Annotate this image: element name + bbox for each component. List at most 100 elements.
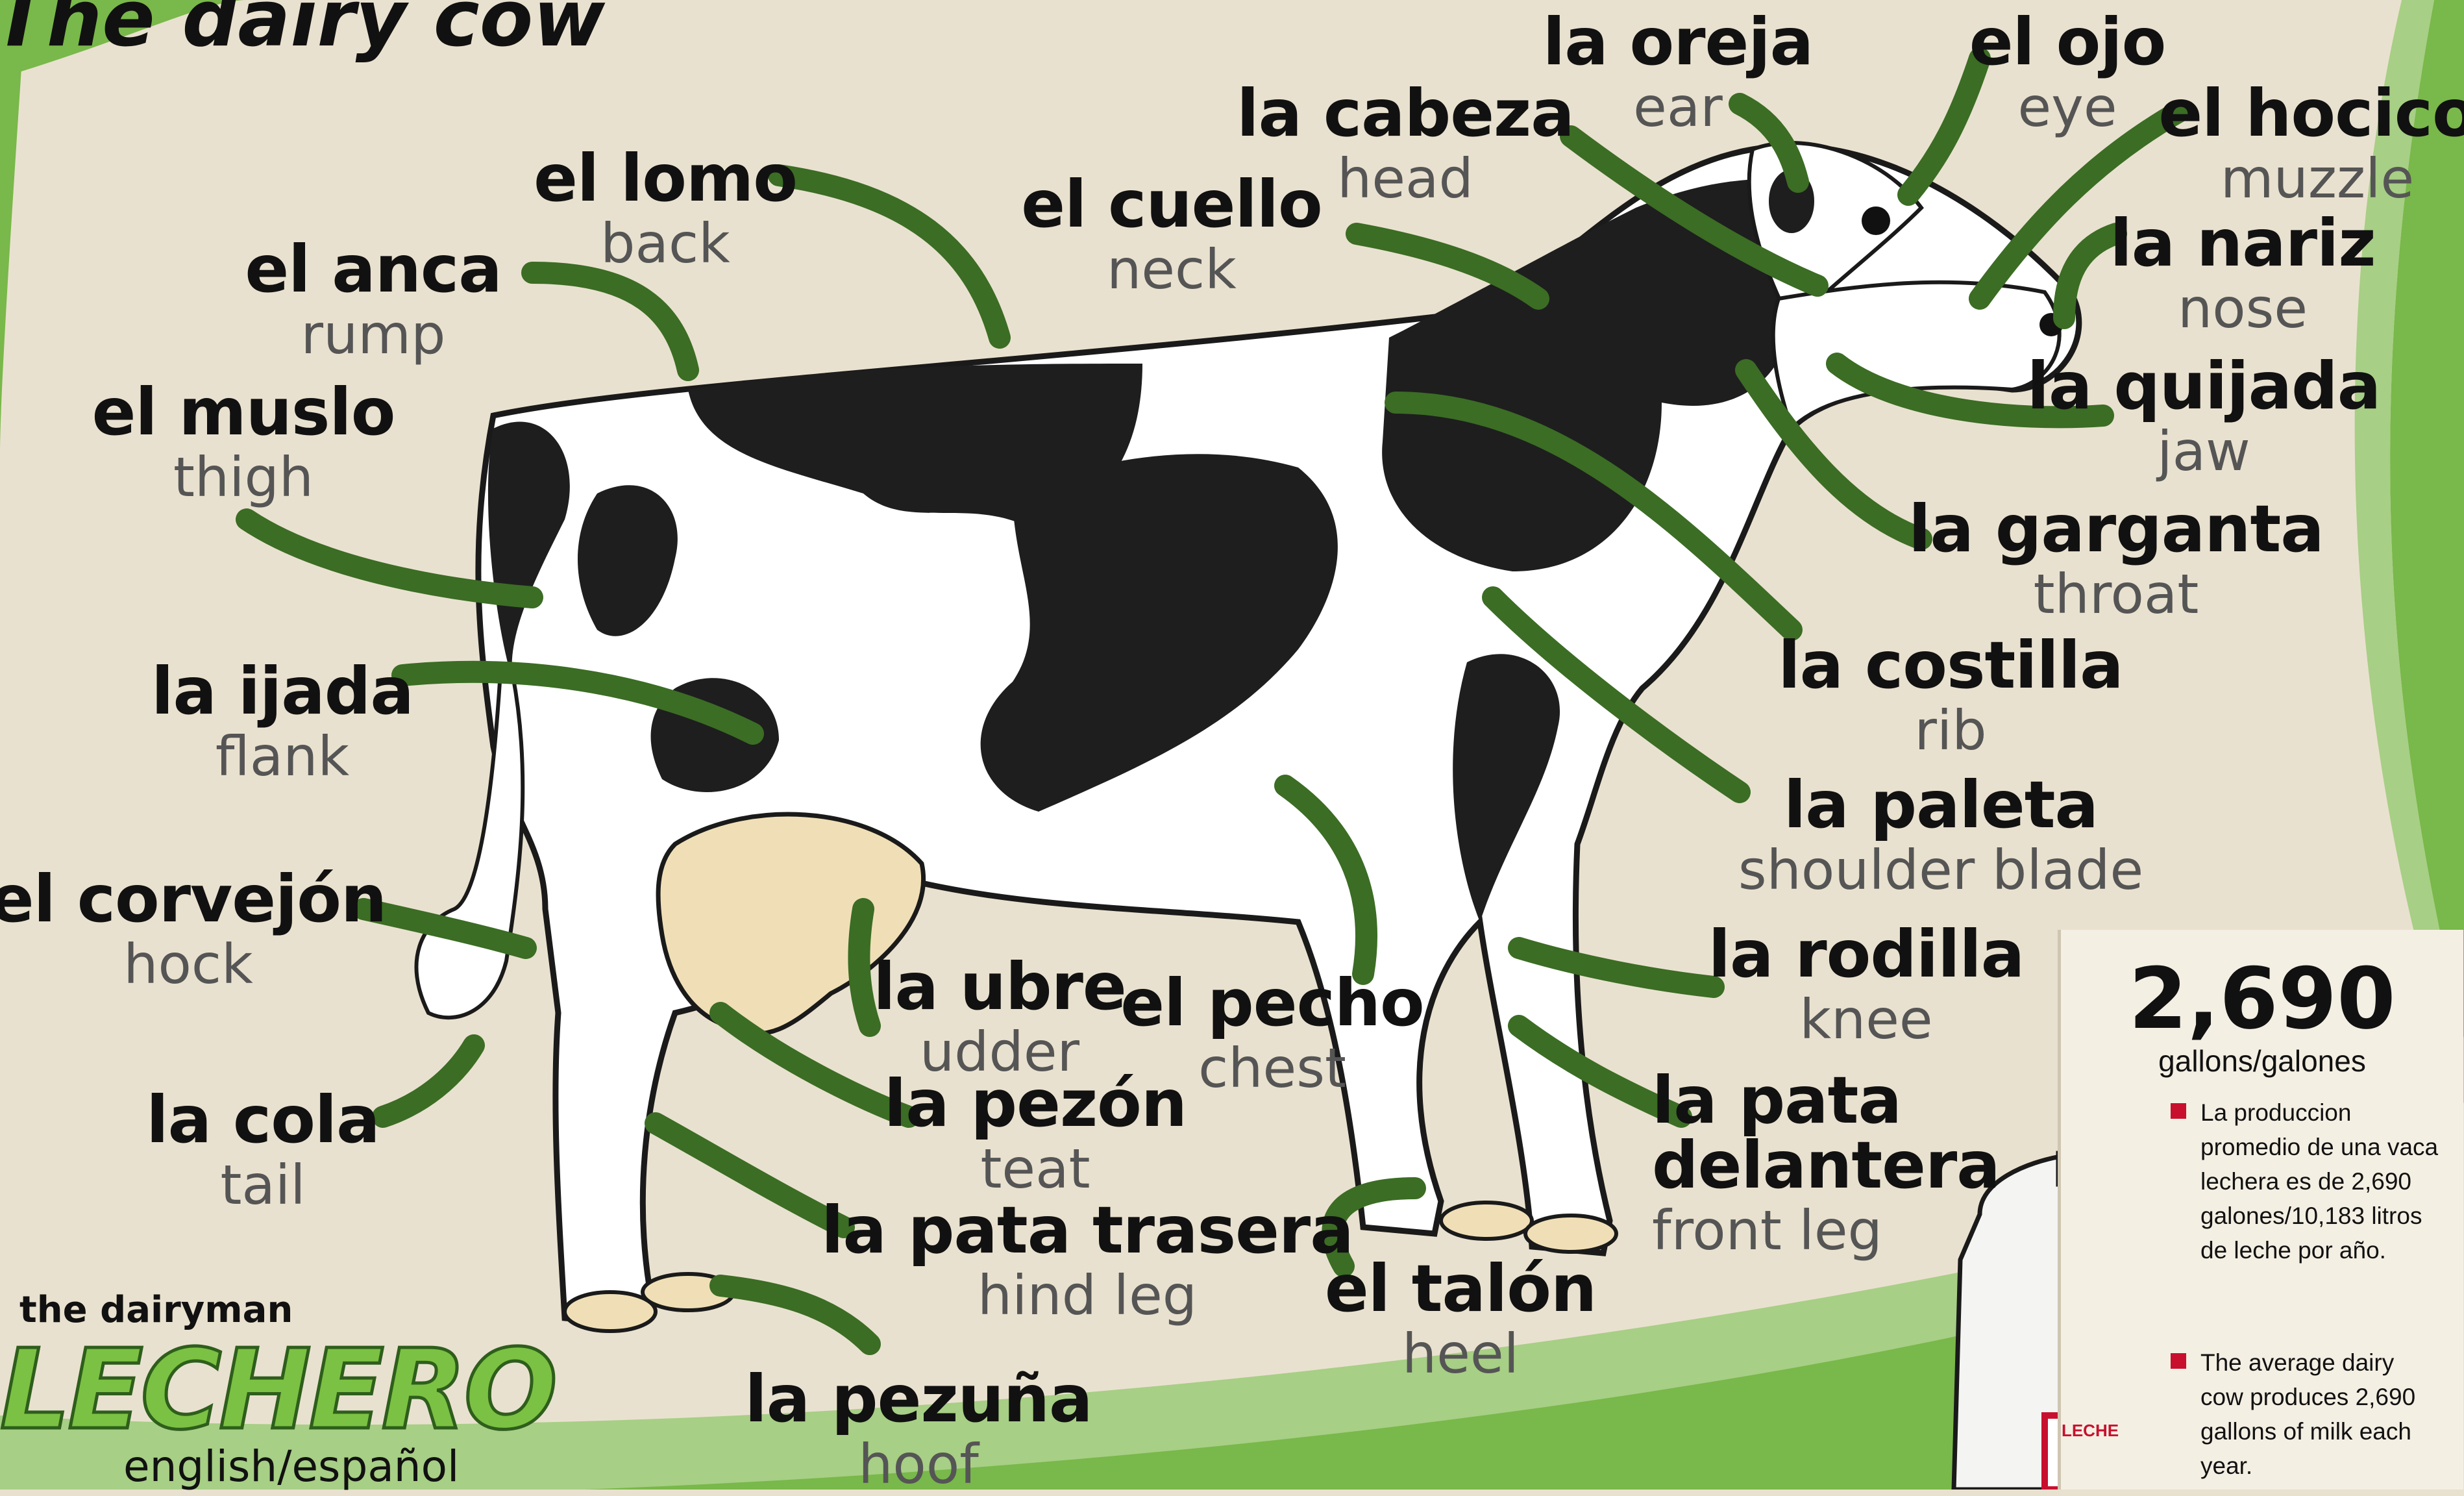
green-band-left <box>0 0 26 455</box>
arrow-la-quijada <box>1826 353 2114 429</box>
spanish-term: la costilla <box>1778 627 2123 703</box>
green-band-bottom-dark <box>584 1292 2155 1490</box>
fact-box: 2,690 gallons/galones La produccion prom… <box>2058 930 2463 1490</box>
spanish-term: el cuello <box>1021 166 1322 242</box>
fact-spanish: La produccion promedio de una vaca leche… <box>2171 1095 2441 1267</box>
spanish-term: el muslo <box>92 374 396 450</box>
arrow-la-ijada <box>391 660 764 745</box>
english-term: udder <box>919 1020 1080 1084</box>
english-term: shoulder blade <box>1738 838 2144 902</box>
brand-logo: LECHERO <box>0 1325 560 1456</box>
spanish-term: la nariz <box>2110 205 2376 281</box>
fact-english-text: The average dairy cow produces 2,690 gal… <box>2200 1349 2416 1479</box>
arrow-el-cuello <box>1346 223 1549 310</box>
arrow-la-cola <box>372 1034 485 1128</box>
spanish-term: la pezón <box>883 1066 1187 1141</box>
fact-english: The average dairy cow produces 2,690 gal… <box>2171 1345 2441 1483</box>
english-term: neck <box>1107 238 1237 301</box>
brand-subtitle: english/español <box>123 1441 460 1491</box>
english-term: thigh <box>173 445 314 509</box>
arrow-el-muslo <box>236 508 543 608</box>
fact-spanish-text: La produccion promedio de una vaca leche… <box>2200 1099 2439 1264</box>
english-term: hock <box>123 932 253 996</box>
brand-english: the dairyman <box>19 1289 293 1331</box>
spanish-term: la oreja <box>1542 4 1814 80</box>
green-band-left-wide <box>0 0 247 78</box>
english-term: back <box>600 212 730 275</box>
spanish-term: la pezuña <box>745 1361 1092 1437</box>
spanish-term: el pecho <box>1120 965 1424 1041</box>
arrow-la-ubre <box>848 898 881 1037</box>
english-term: rump <box>301 303 446 366</box>
green-band-right <box>2390 0 2464 1039</box>
spanish-term: la cabeza <box>1237 75 1574 151</box>
english-term: heel <box>1402 1322 1519 1386</box>
brand-block: the dairyman LECHERO english/español <box>0 1289 560 1491</box>
spanish-term: la ijada <box>151 653 414 729</box>
spanish-term: la ubre <box>873 949 1126 1025</box>
english-term: teat <box>980 1137 1090 1201</box>
spanish-term: la cola <box>146 1082 380 1158</box>
arrow-la-pata-delantera <box>1508 1015 1692 1128</box>
english-term: throat <box>2033 562 2199 626</box>
arrow-el-talon <box>1322 1177 1426 1277</box>
english-term: rib <box>1914 699 1987 762</box>
spanish-term: el talón <box>1324 1251 1597 1327</box>
green-band-right-light <box>2354 0 2464 1104</box>
english-term: muzzle <box>2220 147 2415 210</box>
spanish-term: el lomo <box>534 140 798 216</box>
spanish-term: la garganta <box>1908 491 2324 567</box>
spanish-term: la quijada <box>2027 348 2381 424</box>
jug-label: LECHE <box>2061 1421 2119 1440</box>
page-title: The dairy cow <box>0 0 606 64</box>
fact-number: 2,690 <box>2128 949 2396 1048</box>
arrow-la-nariz <box>2053 223 2127 329</box>
arrow-la-oreja <box>1729 93 1809 193</box>
english-term: jaw <box>2157 419 2250 483</box>
english-term: flank <box>215 725 350 788</box>
spanish-term: la pata trasera <box>821 1192 1353 1268</box>
arrow-la-rodilla <box>1508 937 1725 998</box>
english-term: eye <box>2017 75 2117 139</box>
english-term: chest <box>1198 1036 1346 1100</box>
arrows <box>236 47 2192 1355</box>
english-term: hind leg <box>977 1264 1198 1327</box>
arrow-la-paleta <box>1482 586 1751 803</box>
arrow-la-cabeza <box>1560 125 1829 297</box>
arrow-el-anca <box>521 262 699 381</box>
arrow-la-pata-trasera <box>645 1112 855 1238</box>
spanish-term: la paleta <box>1783 767 2099 843</box>
spanish-term: el corvejón <box>0 861 387 937</box>
arrow-el-corvejon <box>352 898 537 959</box>
spanish-term: el anca <box>245 231 502 307</box>
english-term: tail <box>220 1153 306 1217</box>
spanish-term: el ojo <box>1969 4 2167 80</box>
english-term: head <box>1337 147 1473 210</box>
spanish-term: la rodilla <box>1708 916 2025 992</box>
arrow-el-hocico <box>1969 99 2192 310</box>
fact-unit: gallons/galones <box>2158 1044 2366 1078</box>
red-bullet-icon <box>2171 1103 2186 1119</box>
red-bullet-icon <box>2171 1353 2186 1369</box>
